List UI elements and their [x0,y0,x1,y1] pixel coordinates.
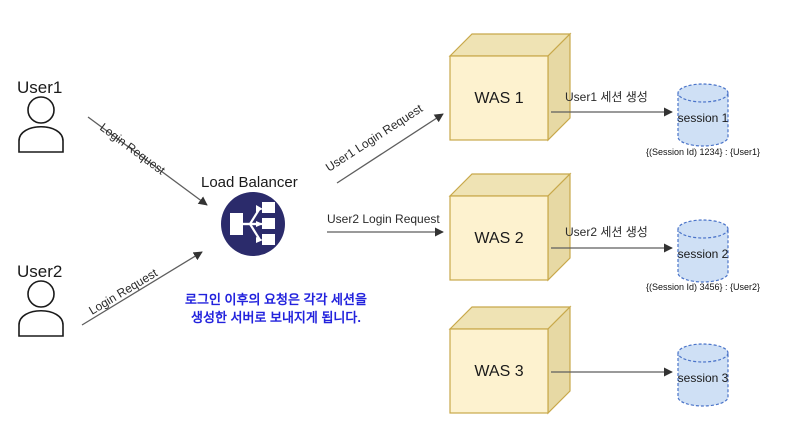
edge-user2-to-lb: Login Request [81,251,203,326]
server-was3[interactable]: WAS 3 [448,305,572,415]
edge-was1-to-session1-label: User1 세션 생성 [565,90,648,104]
note-line-1: 로그인 이후의 요청은 각각 세션을 [185,292,367,307]
datastore-session3[interactable]: session 3 [677,343,729,407]
edge-was2-to-session2-label: User2 세션 생성 [565,225,648,239]
edge-lb-to-was2: User2 Login Request [327,212,444,237]
session3-cylinder-top [677,343,729,363]
datastore-session1[interactable]: session 1 {(Session Id) 1234} : {User1} [646,83,760,157]
datastore-session3-label: session 3 [678,371,729,385]
datastore-session1-label: session 1 [678,111,729,125]
was2-cube-front [449,195,549,281]
datastore-session2[interactable]: session 2 {(Session Id) 3456} : {User2} [646,219,760,292]
datastore-session2-label: session 2 [678,247,729,261]
edge-lb-to-was2-label: User2 Login Request [327,212,440,226]
server-was2[interactable]: WAS 2 [448,172,572,282]
session2-caption: {(Session Id) 3456} : {User2} [646,282,760,292]
edge-was2-to-session2: User2 세션 생성 [551,225,673,253]
actor-user2-label: User2 [17,262,62,281]
edge-lb-to-was1-label: User1 Login Request [323,101,426,175]
session1-cylinder-body [677,92,729,147]
user1-body-icon [18,125,64,153]
user2-body-icon [18,309,64,337]
session3-cylinder-body [677,352,729,407]
actor-user1: User1 [17,78,64,153]
session-affinity-note: 로그인 이후의 요청은 각각 세션을 생성한 서버로 보내지게 됩니다. [185,292,367,325]
edge-user1-to-lb-label: Login Request [97,120,168,178]
user2-head-icon [27,280,55,308]
note-line-2: 생성한 서버로 보내지게 됩니다. [191,310,361,325]
server-was1-label: WAS 1 [474,90,523,107]
load-balancer-splitter-icon [230,202,275,245]
edge-lb-to-was1-line [336,113,444,184]
actor-user2: User2 [17,262,64,337]
edge-user2-to-lb-label: Login Request [86,265,160,317]
server-was1[interactable]: WAS 1 [448,32,572,142]
load-balancer-node[interactable]: Load Balancer [201,174,298,256]
actor-user1-label: User1 [17,78,62,97]
server-was3-label: WAS 3 [474,363,523,380]
was1-cube-front [449,55,549,141]
load-balancer-label: Load Balancer [201,174,298,191]
session2-cylinder-body [677,228,729,283]
session2-cylinder-top [677,219,729,239]
edge-user1-to-lb-line [87,116,208,206]
edge-was1-to-session1: User1 세션 생성 [551,90,673,117]
edge-user2-to-lb-line [81,251,203,326]
was3-cube-front [449,328,549,414]
user1-head-icon [27,96,55,124]
session1-caption: {(Session Id) 1234} : {User1} [646,147,760,157]
server-was2-label: WAS 2 [474,230,523,247]
edge-user1-to-lb: Login Request [87,116,208,206]
session1-cylinder-top [677,83,729,103]
edge-lb-to-was1: User1 Login Request [323,101,444,184]
